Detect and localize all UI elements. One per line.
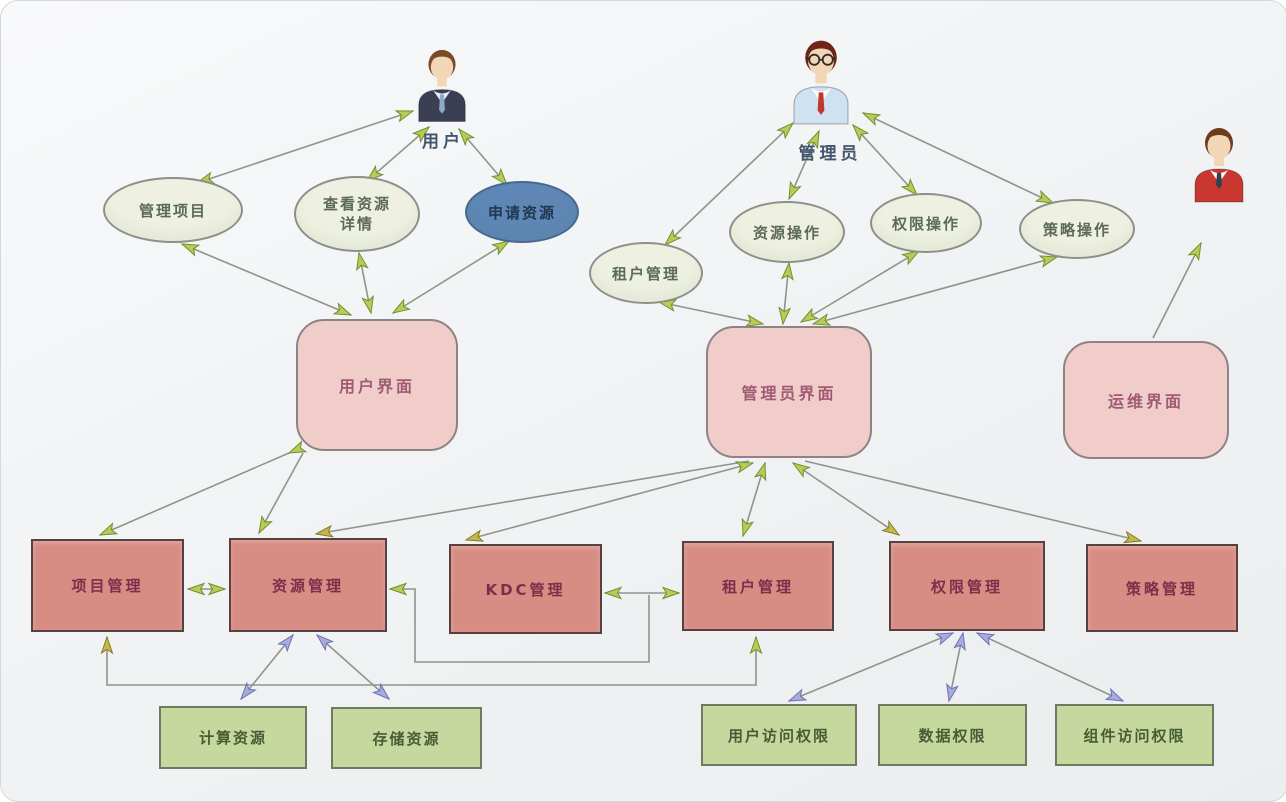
actor-ops <box>1187 123 1251 203</box>
usecase-label: 租户管理 <box>611 264 680 283</box>
interface-label: 用户界面 <box>338 377 415 396</box>
usecase-label: 管理项目 <box>138 201 207 220</box>
person-icon <box>418 49 466 123</box>
actor-admin <box>785 35 857 125</box>
module-label: KDC管理 <box>485 580 566 599</box>
module-label: 租户管理 <box>721 577 794 596</box>
resource-user-access-perm: 用户访问权限 <box>701 704 857 766</box>
actor-user <box>411 45 473 123</box>
actor-admin-label: 管理员 <box>798 144 862 164</box>
interface-label: 运维界面 <box>1107 392 1184 411</box>
usecase-label: 权限操作 <box>891 214 960 233</box>
usecase-label: 资源操作 <box>752 223 821 242</box>
usecase-view-resource-detail: 查看资源详情 <box>294 176 420 252</box>
person-icon <box>1194 128 1244 203</box>
resource-label: 存储资源 <box>372 729 441 748</box>
usecase-label: 查看资源详情 <box>322 194 391 233</box>
usecase-label: 申请资源 <box>487 203 556 222</box>
resource-component-access-perm: 组件访问权限 <box>1055 704 1214 766</box>
usecase-apply-resource: 申请资源 <box>465 181 579 243</box>
interface-user: 用户界面 <box>296 319 458 451</box>
module-label: 项目管理 <box>71 577 144 595</box>
module-permission-mgmt: 权限管理 <box>889 541 1045 631</box>
module-kdc-mgmt: KDC管理 <box>449 544 602 634</box>
usecase-permission-ops: 权限操作 <box>870 193 982 253</box>
resource-storage: 存储资源 <box>331 707 482 769</box>
interface-admin: 管理员界面 <box>706 326 872 458</box>
person-icon <box>793 40 849 125</box>
resource-compute: 计算资源 <box>159 706 307 769</box>
usecase-policy-ops: 策略操作 <box>1019 199 1135 259</box>
resource-label: 计算资源 <box>198 729 267 747</box>
module-label: 策略管理 <box>1125 579 1198 598</box>
interface-label: 管理员界面 <box>741 384 837 403</box>
actor-user-label: 用户 <box>422 132 464 152</box>
module-policy-mgmt: 策略管理 <box>1086 544 1238 632</box>
interface-ops: 运维界面 <box>1063 341 1229 459</box>
usecase-label: 策略操作 <box>1042 220 1111 239</box>
resource-data-perm: 数据权限 <box>878 704 1027 766</box>
module-label: 权限管理 <box>930 577 1003 596</box>
usecase-tenant-mgmt: 租户管理 <box>589 242 703 304</box>
resource-label: 数据权限 <box>918 726 987 745</box>
module-resource-mgmt: 资源管理 <box>229 538 387 632</box>
resource-label: 组件访问权限 <box>1083 726 1186 745</box>
resource-label: 用户访问权限 <box>727 726 830 745</box>
usecase-manage-project: 管理项目 <box>103 177 243 243</box>
module-project-mgmt: 项目管理 <box>31 539 184 632</box>
usecase-resource-ops: 资源操作 <box>729 201 845 263</box>
module-label: 资源管理 <box>271 576 344 595</box>
module-tenant-mgmt: 租户管理 <box>682 541 834 631</box>
